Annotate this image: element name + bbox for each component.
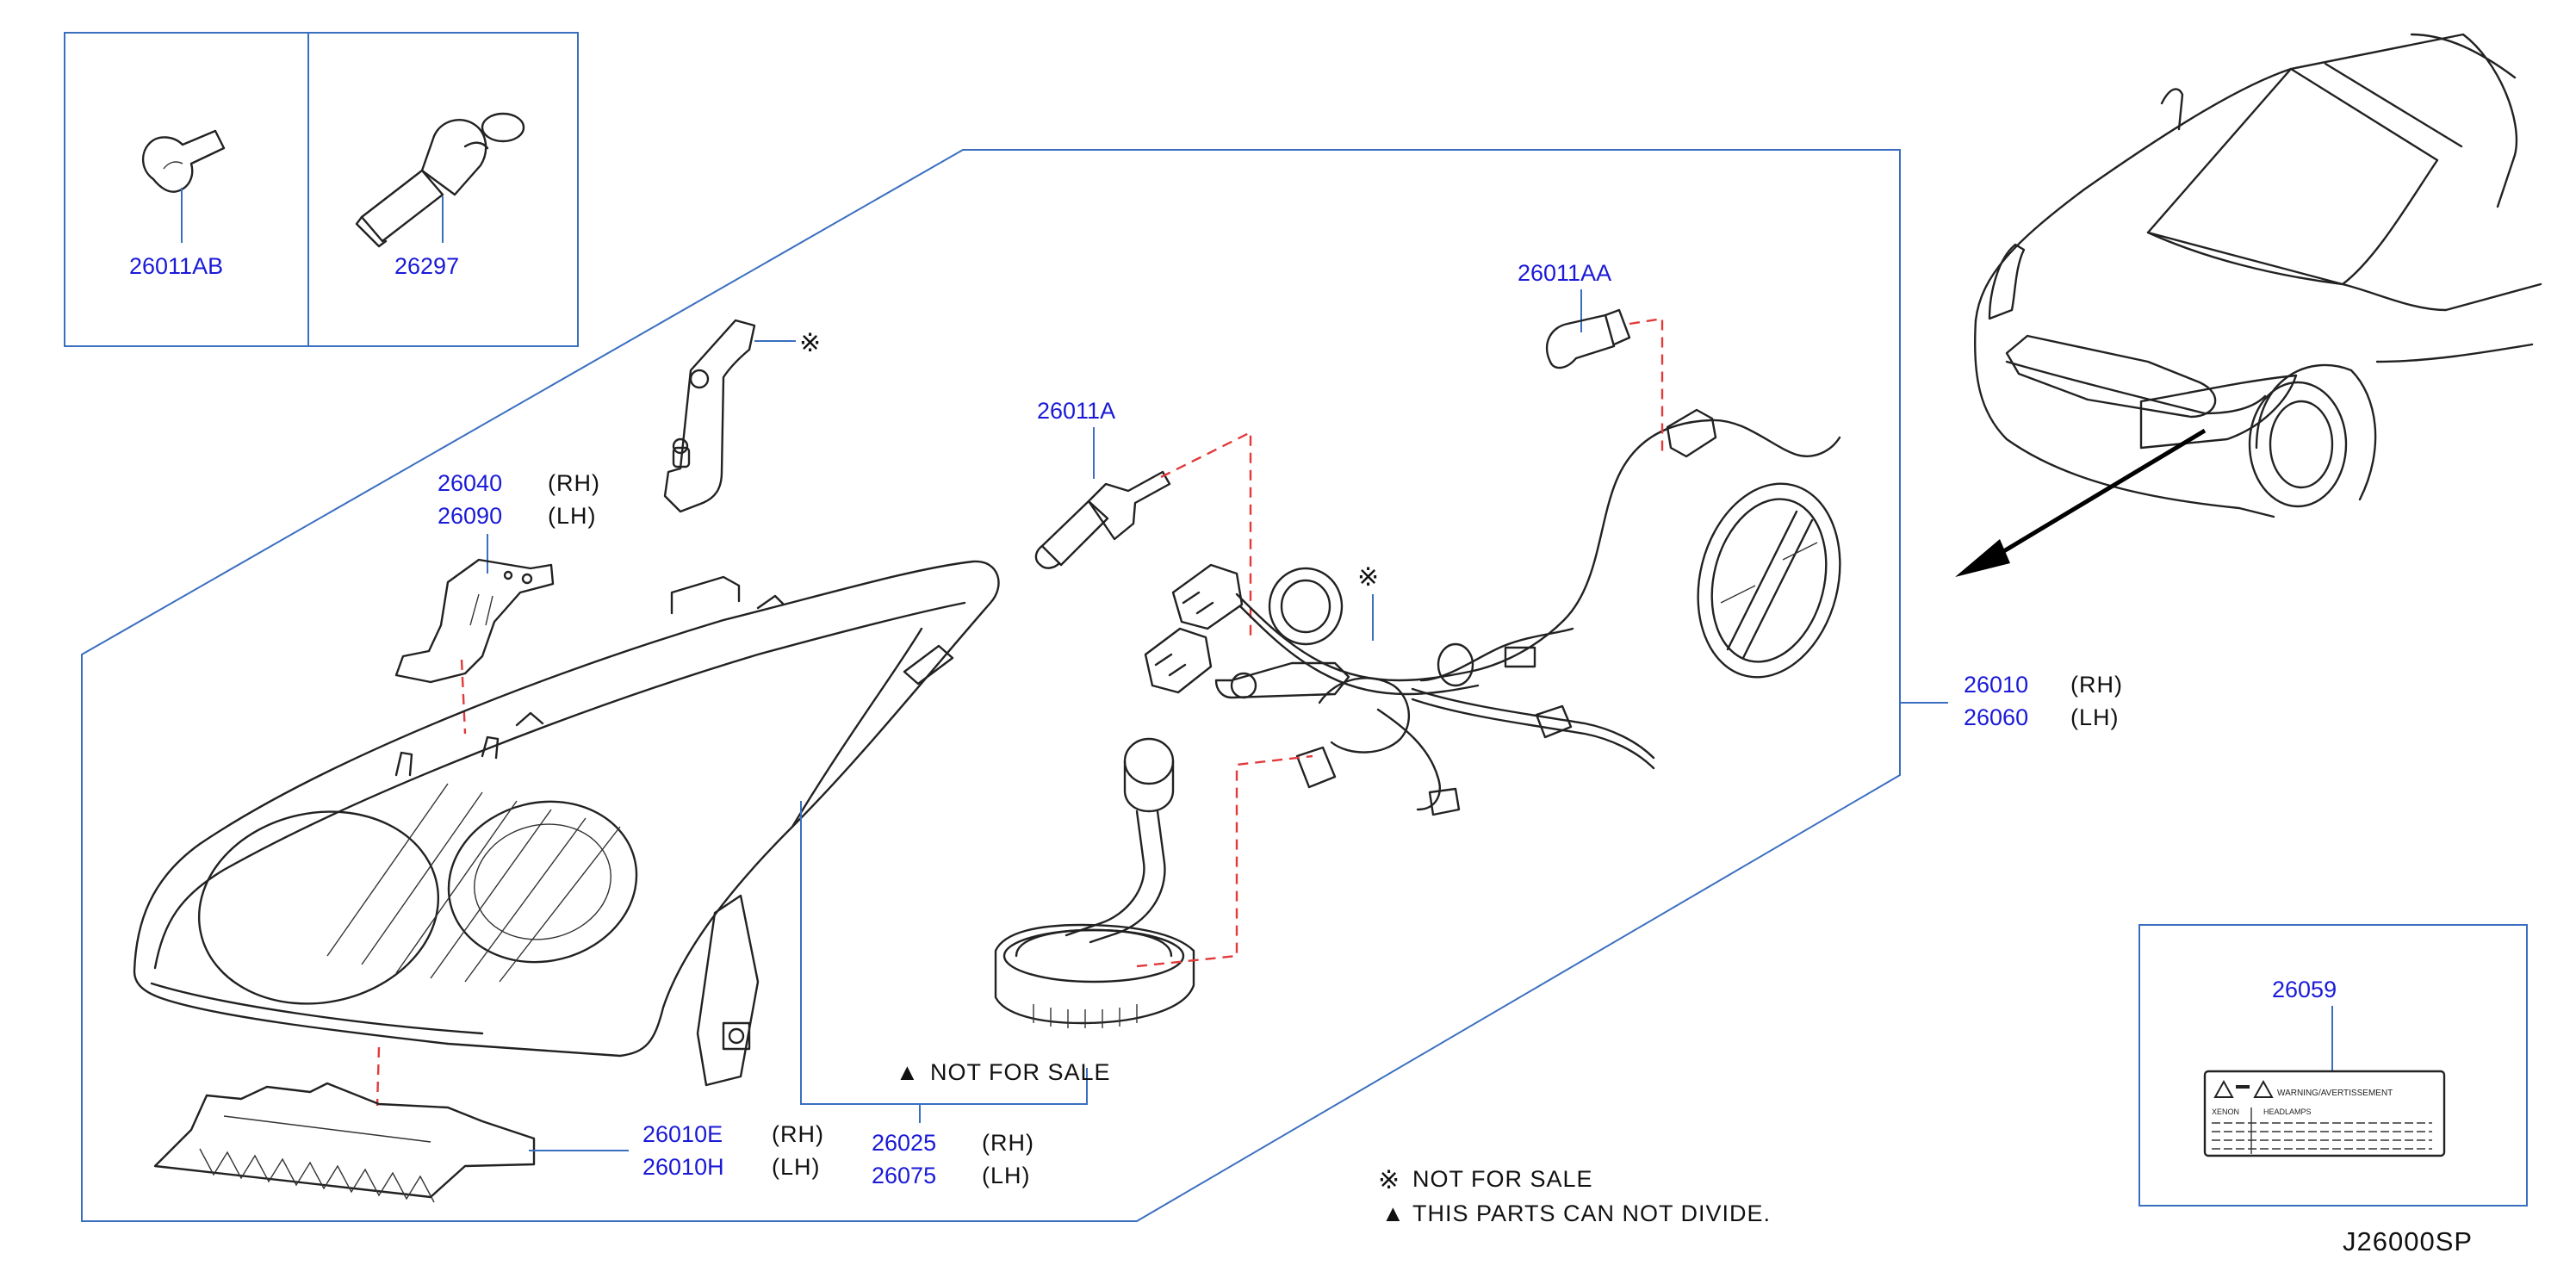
sticker-xenon-text: XENON: [2212, 1107, 2239, 1116]
bulb-26011AA-icon: [1545, 308, 1631, 369]
sticker-warning-text: WARNING/AVERTISSEMENT: [2277, 1089, 2393, 1098]
part-number-26011AA: 26011AA: [1518, 260, 1611, 286]
side-26040-rh: (RH): [548, 470, 600, 496]
part-number-26297: 26297: [394, 253, 459, 279]
part-number-26010E: 26010E: [642, 1121, 723, 1147]
side-26010-rh: (RH): [2070, 672, 2123, 698]
part-number-26059: 26059: [2272, 977, 2337, 1002]
drl-unit-icon: [153, 1082, 536, 1203]
part-number-26011A: 26011A: [1037, 398, 1115, 424]
car-illustration-icon: [1973, 33, 2542, 518]
side-26010E-rh: (RH): [772, 1121, 824, 1147]
kome-mark-note: ※: [1378, 1166, 1400, 1194]
upper-bracket-icon: [394, 558, 555, 684]
label-inset-box: WARNING/AVERTISSEMENT XENON HEADLAMPS: [2138, 924, 2528, 1207]
triangle-mark-note: ▲: [1381, 1200, 1406, 1226]
part-number-26010H: 26010H: [642, 1154, 724, 1180]
part-number-26010: 26010: [1964, 672, 2028, 698]
wedge-bulb-small-icon: [142, 129, 226, 243]
part-number-26011AB: 26011AB: [129, 253, 223, 279]
side-26025-rh: (RH): [982, 1130, 1034, 1156]
part-number-26025: 26025: [872, 1130, 936, 1156]
wiring-harness-icon: [1144, 408, 1841, 816]
xenon-bulb-icon: [355, 112, 525, 248]
note-not-for-sale-kome: NOT FOR SALE: [1412, 1166, 1593, 1192]
dust-cap-icon: [1697, 482, 1841, 679]
side-26060-lh: (LH): [2070, 704, 2120, 730]
side-26010H-lh: (LH): [772, 1154, 821, 1180]
part-number-26040: 26040: [438, 470, 502, 496]
side-26090-lh: (LH): [548, 503, 597, 529]
bulb-inset-box: 26011AB 26297: [64, 32, 579, 347]
ballast-igniter-icon: [994, 737, 1195, 1028]
bulb-26011A-icon: [1034, 470, 1171, 569]
pointer-arrow-icon: [1955, 428, 2207, 577]
part-number-26075: 26075: [872, 1163, 936, 1188]
part-number-26090: 26090: [438, 503, 502, 529]
diagram-code: J26000SP: [2343, 1226, 2473, 1256]
side-26075-lh: (LH): [982, 1163, 1031, 1188]
kome-mark-bracket: ※: [799, 329, 822, 357]
headlamp-assembly-frame: [81, 149, 1901, 1222]
mounting-bracket-icon: [663, 319, 796, 513]
kome-mark-harness: ※: [1357, 563, 1380, 592]
headlamp-housing-icon: [133, 560, 1000, 1087]
sticker-headlamps-text: HEADLAMPS: [2263, 1107, 2312, 1116]
part-number-26060: 26060: [1964, 704, 2028, 730]
note-cannot-divide: THIS PARTS CAN NOT DIVIDE.: [1412, 1200, 1771, 1226]
triangle-mark-ballast: ▲: [896, 1059, 920, 1085]
note-not-for-sale-ballast: NOT FOR SALE: [930, 1059, 1111, 1085]
